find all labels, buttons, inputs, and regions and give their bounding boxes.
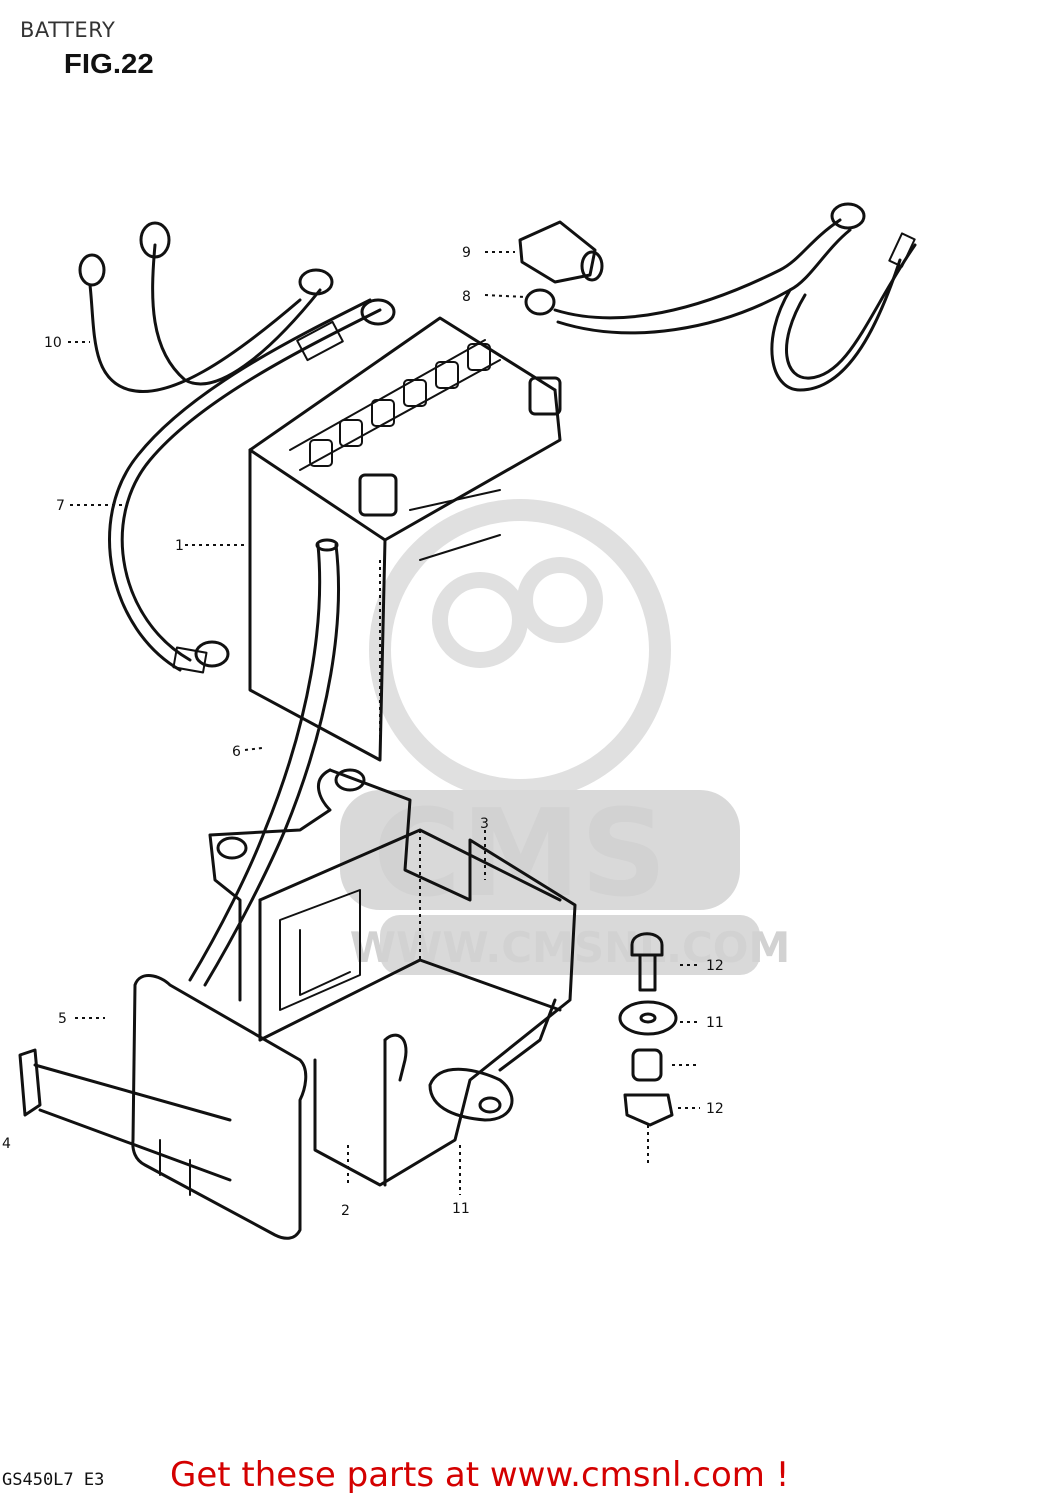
wire-8 (524, 202, 917, 392)
parts-diagram: CMS WWW.CMSNL.COM (2, 202, 917, 1240)
watermark-brand: CMS (373, 785, 667, 924)
callout-12-nut: 12 (706, 1101, 724, 1117)
watermark: CMS WWW.CMSNL.COM (340, 499, 791, 975)
callout-11-collar: 11 (452, 1201, 470, 1217)
callout-5: 5 (58, 1011, 67, 1027)
battery-strap-4 (18, 1048, 232, 1182)
leads-10 (78, 221, 334, 393)
battery (248, 316, 562, 762)
order-parts-link[interactable]: Get these parts at www.cmsnl.com ! (170, 1455, 790, 1495)
hardware (618, 932, 678, 1165)
model-code: GS450L7 E3 (2, 1470, 105, 1490)
watermark-url: WWW.CMSNL.COM (350, 923, 791, 972)
callout-4: 4 (2, 1136, 11, 1152)
callout-labels: 9 8 10 7 1 6 3 5 4 2 11 12 11 12 (2, 245, 724, 1219)
terminal-cap-9 (518, 220, 604, 284)
callout-9: 9 (462, 245, 471, 261)
figure-number: FIG.22 (63, 48, 154, 79)
callout-10: 10 (44, 335, 62, 351)
callout-6: 6 (232, 744, 241, 760)
callout-7: 7 (56, 498, 65, 514)
callout-2: 2 (341, 1203, 350, 1219)
battery-holder (208, 768, 577, 1187)
callout-8: 8 (462, 289, 471, 305)
page-title: BATTERY (20, 18, 116, 42)
leader-lines (68, 251, 700, 1195)
callout-12-bolt: 12 (706, 958, 724, 974)
callout-1: 1 (175, 538, 184, 554)
breather-tube (188, 538, 340, 987)
battery-pad-5 (131, 974, 308, 1240)
callout-3: 3 (480, 816, 489, 832)
callout-11-washer: 11 (706, 1015, 724, 1031)
cable-7 (108, 298, 396, 674)
